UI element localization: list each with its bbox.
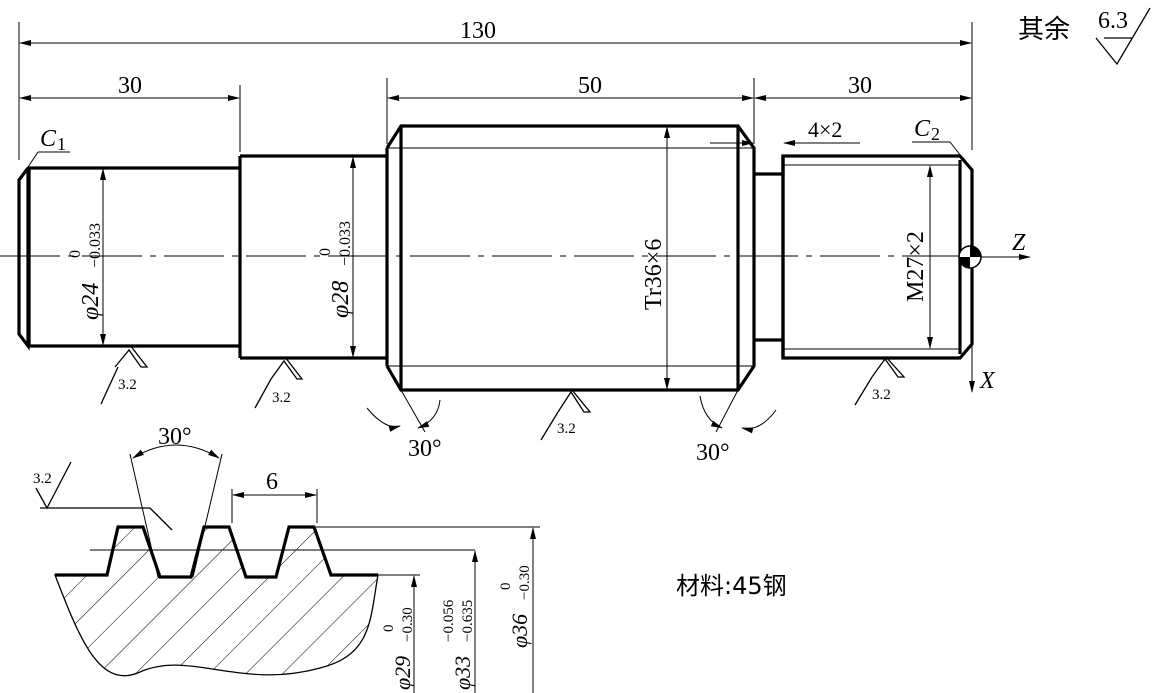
d36-main: φ36: [507, 614, 532, 648]
hatched-section: [54, 526, 379, 677]
d36-upper: 0: [498, 583, 514, 591]
d33-upper: −0.056: [441, 599, 457, 642]
groove-dimension: 4×2: [710, 117, 860, 146]
groove-label: 4×2: [808, 117, 842, 142]
roughness-symbol-d28: 3.2: [254, 356, 304, 409]
d29-lower: −0.30: [400, 607, 416, 642]
profile-angle-label: 30°: [158, 424, 192, 450]
material-note: 材料:45钢: [676, 572, 787, 600]
d24-dimension: φ24 0 −0.033: [67, 168, 106, 346]
right-chamfer-angle: 30°: [696, 389, 777, 466]
detail-roughness-value: 3.2: [33, 471, 52, 487]
right-chamfer-note: C 2: [912, 116, 969, 166]
tr36-label: Tr36×6: [641, 239, 667, 310]
pitch-label: 6: [266, 469, 278, 495]
d33-main: φ33: [450, 656, 475, 690]
z-axis: Z: [981, 230, 1031, 260]
roughness-value-m27: 3.2: [872, 387, 891, 403]
d36-lower: −0.30: [517, 565, 533, 600]
left-length-label: 30: [118, 73, 142, 99]
m27-label: M27×2: [903, 231, 929, 302]
d28-lower: −0.033: [337, 221, 354, 266]
d33-lower: −0.635: [460, 600, 476, 642]
d29-main: φ29: [390, 656, 415, 690]
x-axis: X: [969, 268, 996, 394]
work-origin: [958, 245, 982, 269]
left-chamfer-letter: C: [40, 126, 57, 152]
d28-upper: 0: [317, 248, 334, 256]
roughness-symbol-d24: 3.2: [100, 344, 149, 405]
d29-upper: 0: [381, 625, 397, 633]
thread-profile-detail: 30° 6 3.2 φ29 0 −0.30 φ33 −0.056 −0.635 …: [33, 424, 540, 693]
z-axis-label: Z: [1012, 230, 1026, 256]
right-chamfer-letter: C: [914, 116, 931, 142]
roughness-symbol-m27: 3.2: [854, 356, 906, 406]
thread-length-dimension: 50: [386, 73, 755, 144]
d24-upper: 0: [67, 250, 84, 258]
roughness-value-d28: 3.2: [272, 390, 291, 406]
right-angle-label: 30°: [696, 440, 730, 466]
x-axis-label: X: [979, 368, 996, 394]
general-roughness-value: 6.3: [1098, 8, 1128, 34]
d28-main: φ28: [328, 281, 354, 318]
left-chamfer-note: C 1: [25, 126, 70, 171]
general-roughness-note: 其余 6.3: [1018, 7, 1151, 66]
roughness-value-d24: 3.2: [118, 377, 137, 393]
right-length-label: 30: [848, 73, 872, 99]
thread-length-label: 50: [578, 73, 602, 99]
right-length-dimension: 30: [754, 73, 972, 101]
left-chamfer-angle: 30°: [366, 389, 442, 462]
tr36-dimension: Tr36×6: [641, 126, 670, 390]
overall-length-label: 130: [460, 18, 496, 44]
right-chamfer-sub: 2: [931, 124, 940, 144]
shaft-outline: [17, 124, 974, 392]
roughness-value-thread: 3.2: [557, 421, 576, 437]
d24-main: φ24: [78, 283, 104, 320]
d24-lower: −0.033: [87, 223, 104, 268]
left-chamfer-sub: 1: [57, 134, 66, 154]
left-length-dimension: 30: [19, 73, 241, 152]
m27-dimension: M27×2: [903, 165, 933, 349]
left-angle-label: 30°: [408, 436, 442, 462]
general-roughness-label: 其余: [1018, 15, 1070, 45]
overall-length-dimension: 1 30: [18, 18, 973, 160]
d28-dimension: φ28 0 −0.033: [317, 156, 356, 358]
roughness-symbol-thread: 3.2: [540, 389, 592, 441]
